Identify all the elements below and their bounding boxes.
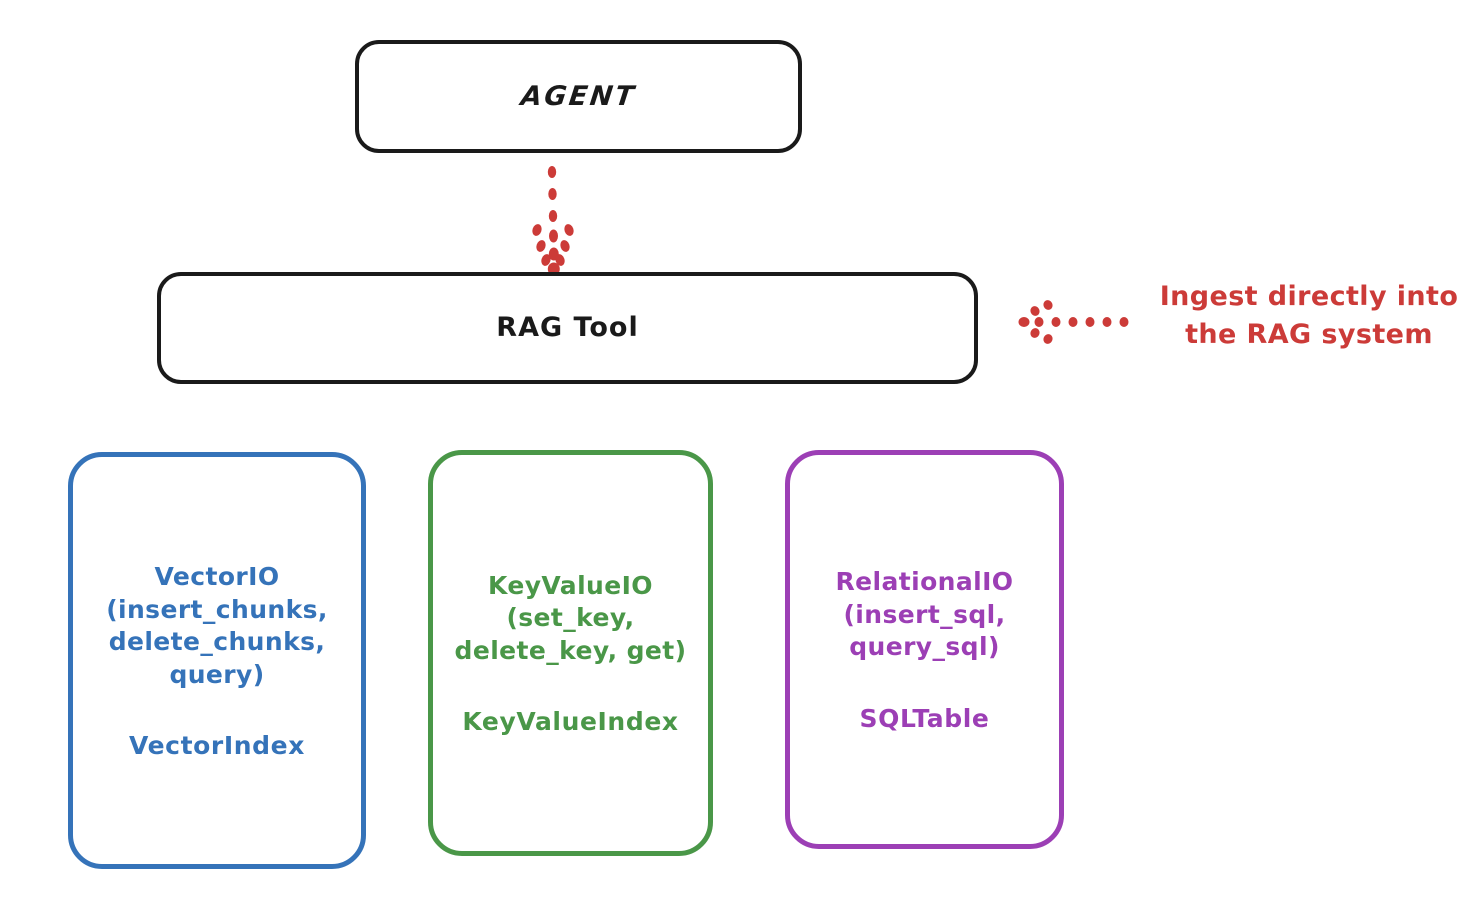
agent-node-label: AGENT [519,80,638,112]
key-value-io-node[interactable]: KeyValueIO (set_key, delete_key, get) Ke… [428,450,713,856]
vector-index-label: VectorIndex [129,731,305,760]
rag-tool-node[interactable]: RAG Tool [157,272,978,384]
agent-to-rag-tool-arrow-icon [532,166,574,275]
sql-table-label: SQLTable [859,703,990,733]
key-value-index-label: KeyValueIndex [462,707,679,737]
key-value-io-api-label: KeyValueIO (set_key, delete_key, get) [454,570,687,665]
relational-io-node[interactable]: RelationalIO (insert_sql, query_sql) SQL… [785,450,1064,849]
vector-io-api-label: VectorIO (insert_chunks, delete_chunks, … [106,562,328,689]
ingest-annotation-text: Ingest directly into the RAG system [1159,281,1459,351]
agent-node[interactable]: AGENT [355,40,802,153]
rag-tool-node-label: RAG Tool [496,312,639,344]
ingest-arrow-icon [1018,300,1129,344]
vector-io-node[interactable]: VectorIO (insert_chunks, delete_chunks, … [68,452,366,869]
relational-io-api-label: RelationalIO (insert_sql, query_sql) [835,567,1014,662]
